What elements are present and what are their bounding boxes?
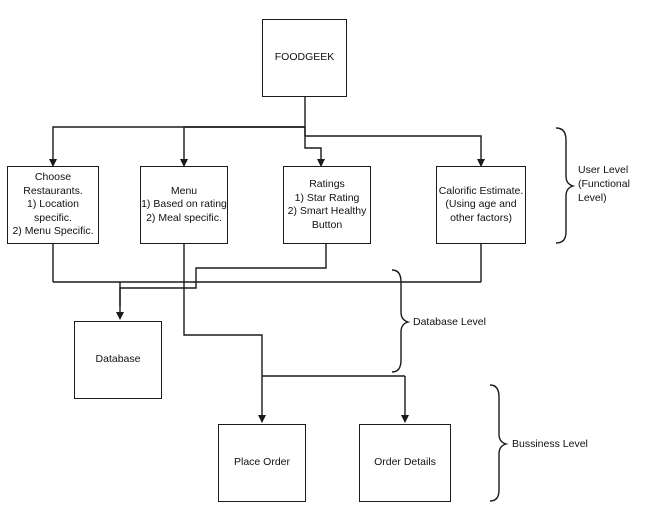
arrow-to-ratings (304, 127, 325, 167)
calorific-estimate-label-line: other factors) (450, 211, 512, 224)
ratings-label-line: Button (311, 218, 343, 231)
choose-restaurants-label-line: 2) Menu Specific. (12, 225, 94, 238)
user-level-text-line: (Functional (578, 178, 630, 190)
choose-restaurants-label-line: specific. (34, 211, 72, 224)
calorific-estimate-label-line: Calorific Estimate. (438, 184, 524, 197)
business-level-label: Bussiness Level (512, 437, 588, 451)
arrow-to-calorific-estimate (305, 135, 485, 167)
ratings-label-line: Ratings (309, 178, 345, 190)
choose-restaurants-label-line: Choose (34, 171, 72, 184)
connector-ratings-to-database (119, 244, 327, 306)
place-order-node: Place Order (218, 424, 306, 502)
menu-label-line: Menu (170, 184, 198, 197)
ratings-label-line: 2) Smart Healthy (287, 205, 367, 217)
choose-restaurants-label-line: Restaurants. (23, 184, 83, 197)
foodgeek-label-line: FOODGEEK (274, 51, 335, 64)
database-level-label: Database Level (413, 315, 486, 329)
foodgeek-node: FOODGEEK (262, 19, 347, 97)
business-level-brace (489, 384, 509, 502)
ratings-label-line: 1) Star Rating (294, 191, 360, 204)
connector-menu-down (183, 244, 263, 376)
choose-restaurants-label-line: 1) Location (27, 198, 79, 211)
order-details-label-line: Order Details (374, 456, 436, 469)
arrow-to-menu (180, 126, 305, 167)
user-level-brace (555, 127, 576, 244)
menu-label-line: 2) Meal specific. (146, 211, 222, 224)
user-level-text-line: User Level (578, 164, 629, 176)
arrow-to-choose-restaurants (49, 126, 305, 167)
business-level-text-line: Bussiness Level (512, 438, 588, 450)
place-order-label-line: Place Order (233, 456, 291, 469)
menu-label-line: 1) Based on rating (141, 198, 227, 211)
order-details-node: Order Details (359, 424, 451, 502)
database-node: Database (74, 321, 162, 399)
user-level-text-line: Level) (578, 192, 607, 204)
database-level-text-line: Database Level (413, 316, 486, 328)
database-label-line: Database (95, 353, 141, 366)
database-level-brace (391, 269, 411, 373)
calorific-estimate-label-line: (Using age and (445, 198, 517, 211)
